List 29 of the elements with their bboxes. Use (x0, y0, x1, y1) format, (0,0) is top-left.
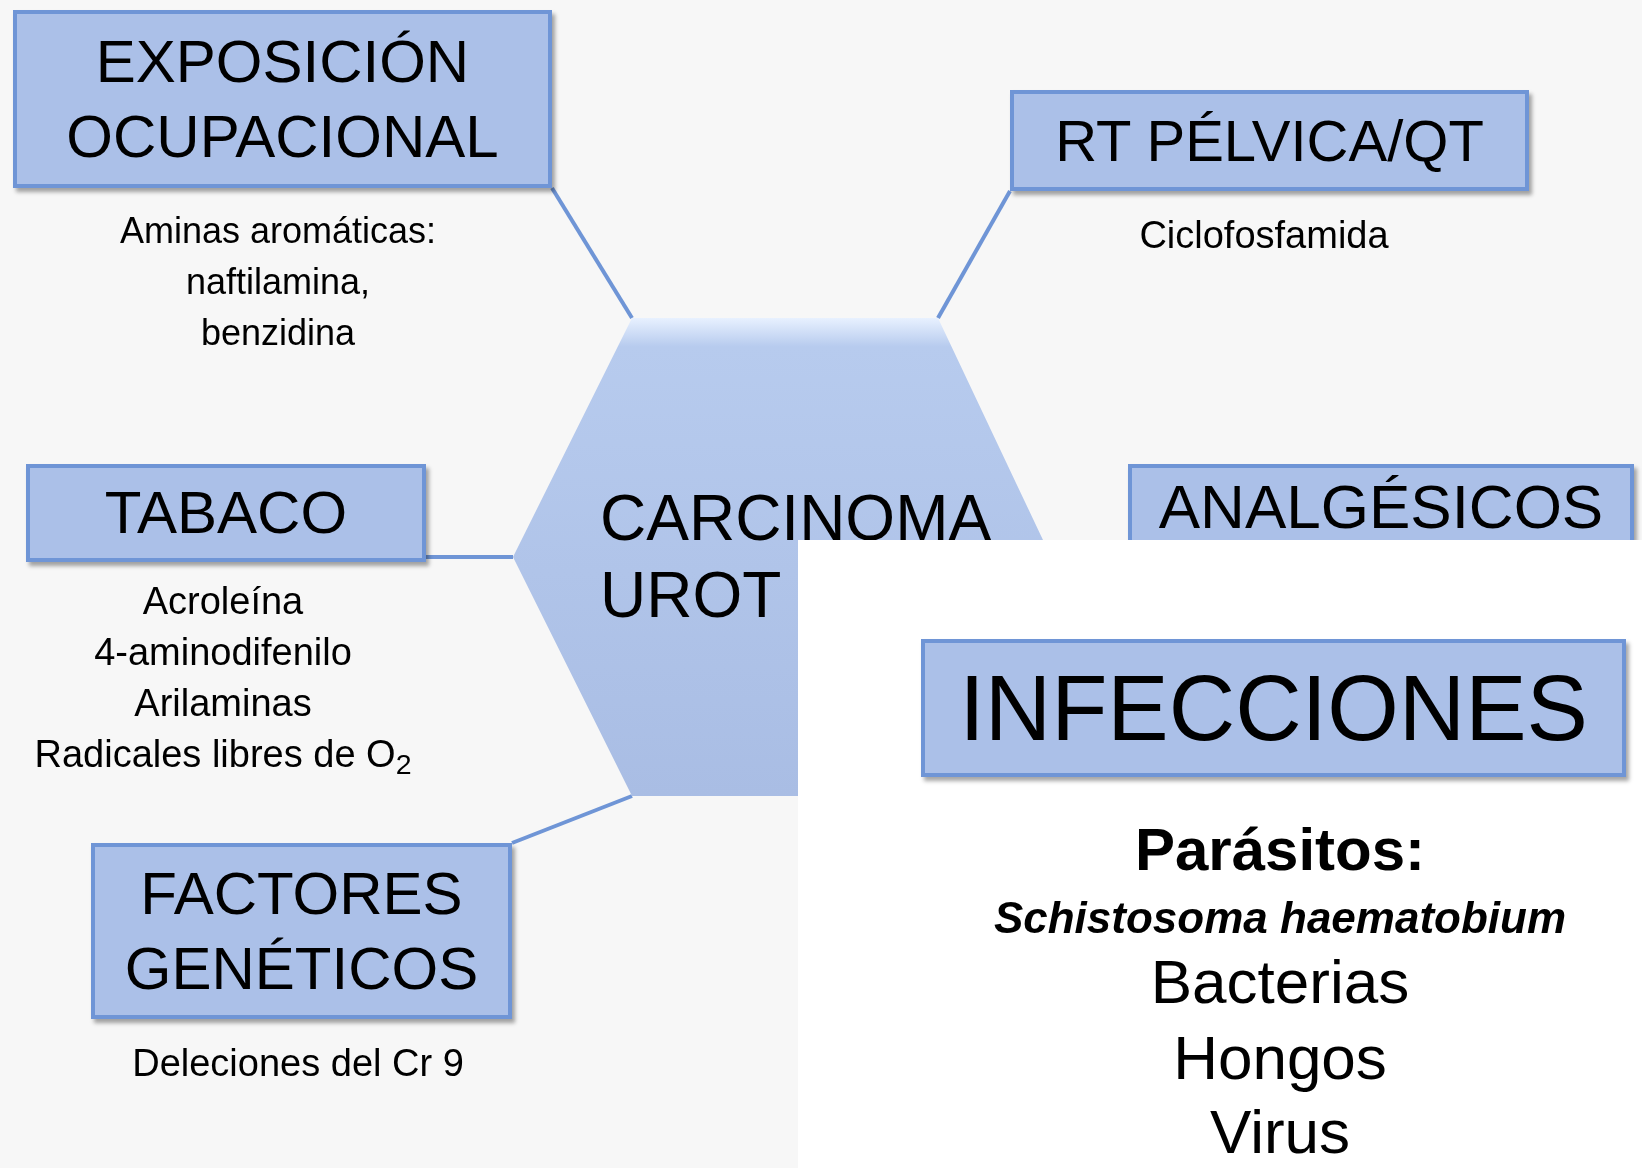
category-title: RT PÉLVICA/QT (1055, 106, 1484, 175)
detail-text: Acroleína (141, 579, 305, 624)
category-title: EXPOSICIÓN OCUPACIONAL (65, 27, 500, 172)
category-title: TABACO (104, 478, 348, 548)
detail-text: Virus (1208, 1096, 1352, 1168)
detail-text: Schistosoma haematobium (992, 893, 1568, 943)
connector-line (426, 555, 513, 559)
detail-text: Parásitos: (1133, 815, 1427, 885)
category-box (1010, 90, 1529, 191)
hexagon-label: CARCINOMA UROT (600, 481, 990, 633)
detail-text: Radicales libres de O$_{2}$ (33, 732, 413, 777)
detail-text: Bacterias (1149, 946, 1411, 1018)
category-box (91, 843, 512, 1019)
detail-text: Arilaminas (133, 681, 313, 726)
category-box (26, 464, 426, 562)
category-title: FACTORES GENÉTICOS (123, 859, 480, 1004)
detail-text: Ciclofosfamida (1138, 213, 1390, 258)
detail-text: Hongos (1172, 1022, 1388, 1094)
connector-line (511, 794, 633, 845)
category-box (921, 639, 1626, 777)
detail-text: Deleciones del Cr 9 (131, 1041, 465, 1086)
connector-line (936, 190, 1012, 319)
detail-text: Aminas aromáticas: naftilamina, benzidina (118, 209, 438, 355)
detail-text: 4-aminodifenilo (93, 630, 353, 675)
category-title: ANALGÉSICOS (1158, 476, 1604, 538)
category-box (13, 10, 552, 188)
connector-line (550, 186, 634, 320)
category-box (1128, 464, 1634, 540)
category-title: INFECCIONES (959, 658, 1588, 758)
